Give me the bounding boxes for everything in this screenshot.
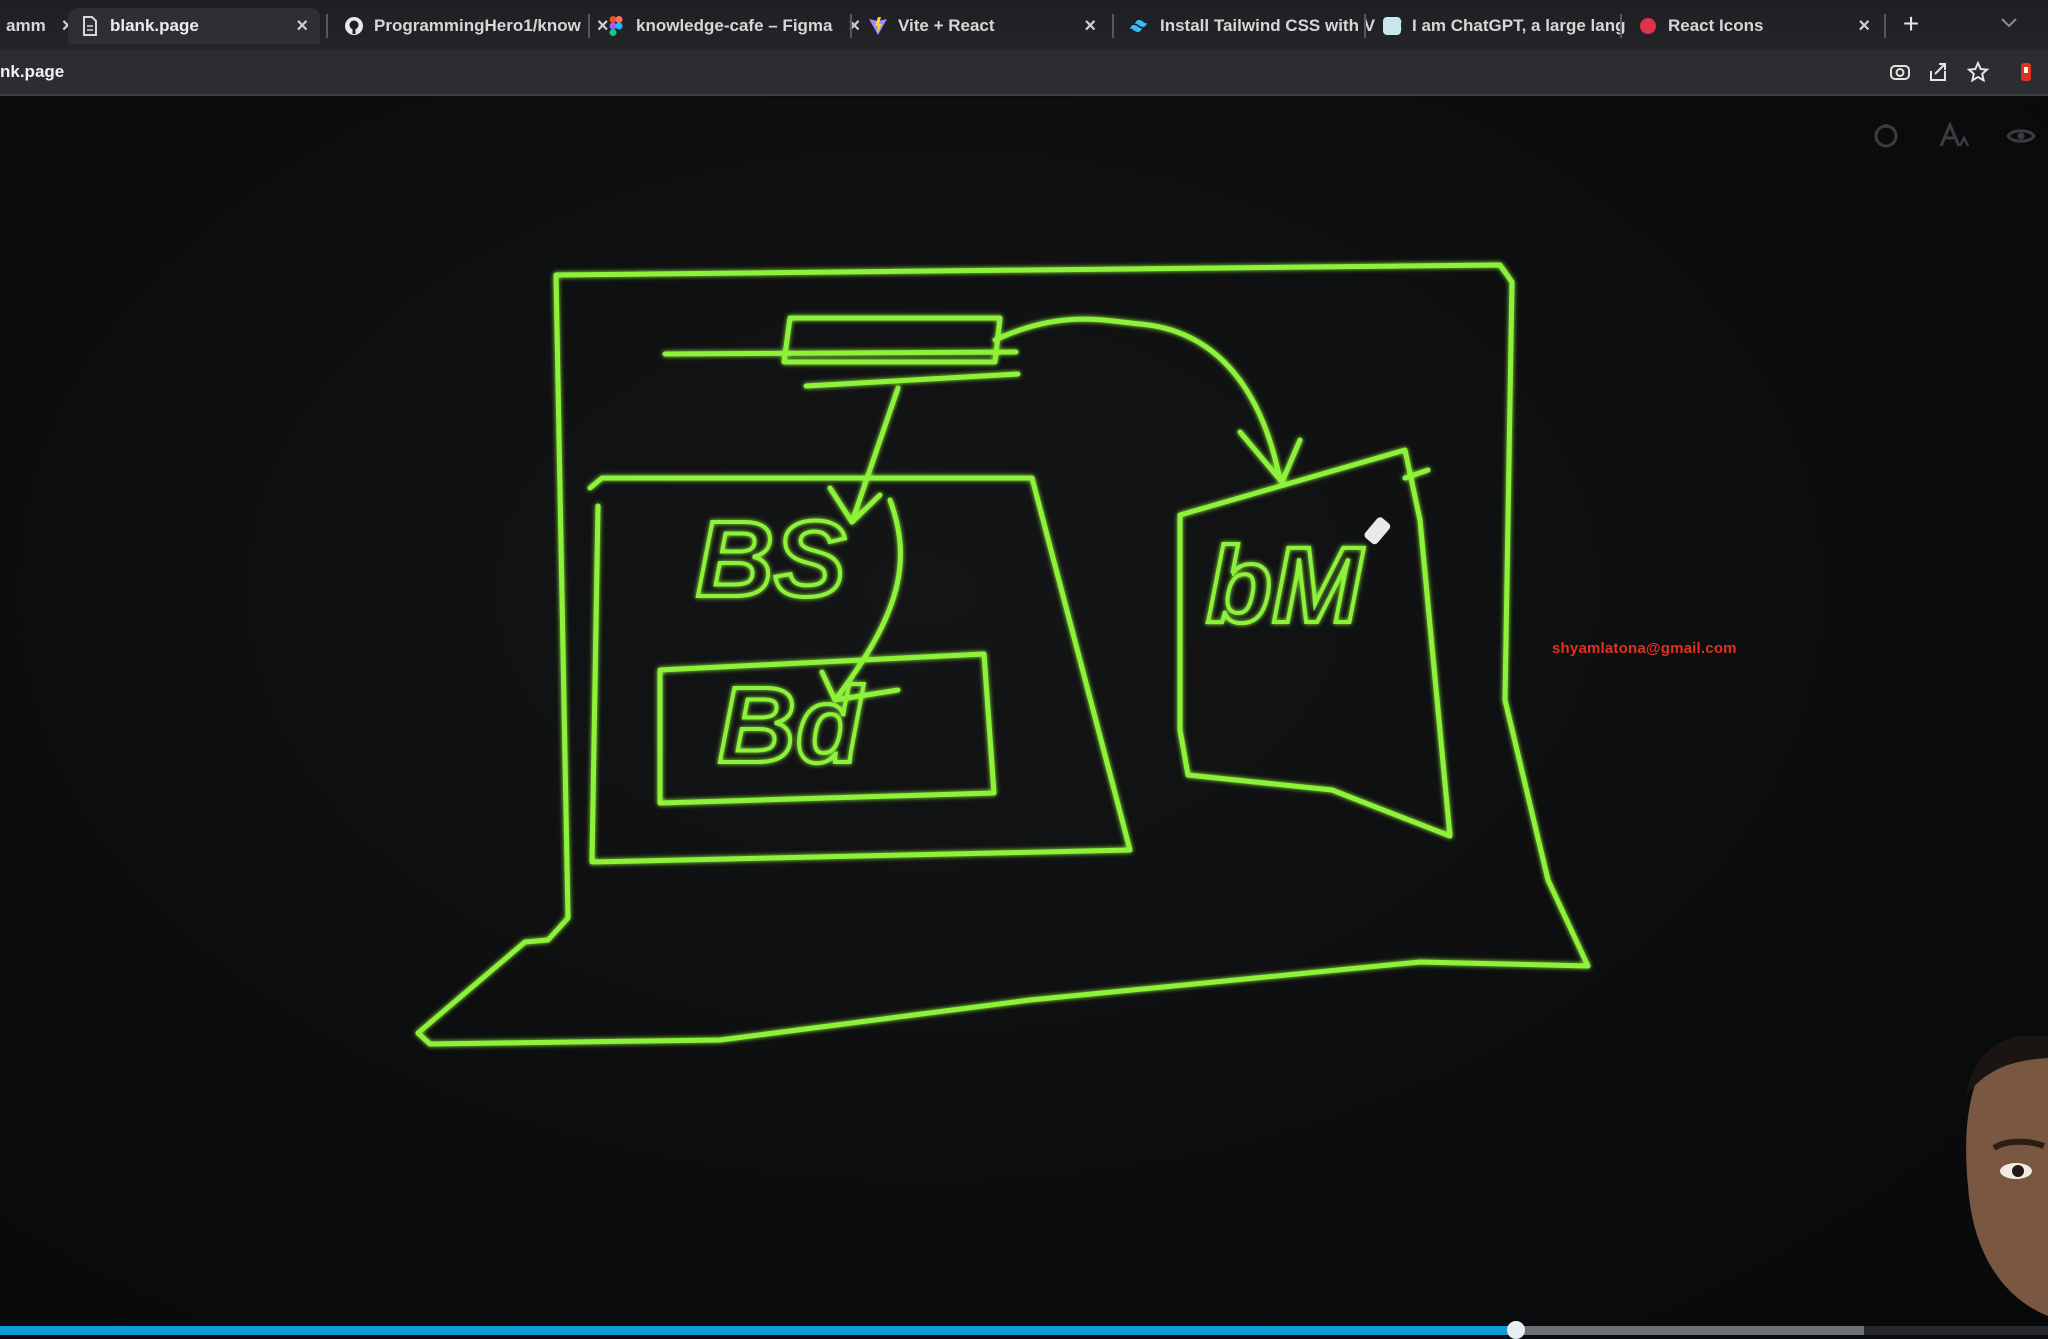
close-tab-icon[interactable]: ×	[596, 14, 609, 37]
arrow-topbar-to-bs	[849, 385, 901, 525]
overlay-email: shyamlatona@gmail.com	[1552, 640, 1737, 657]
close-tab-icon[interactable]: ×	[62, 15, 74, 38]
page-icon	[80, 16, 100, 36]
bm-tick-stroke	[1402, 467, 1431, 481]
bookmark-star-icon[interactable]	[1966, 60, 1990, 84]
tab-figma[interactable]: knowledge-cafe – Figma ×	[594, 8, 860, 44]
address-bar: nk.page	[0, 50, 2048, 96]
progress-played	[0, 1326, 1516, 1335]
tab-title: React Icons	[1668, 16, 1764, 35]
tab-search-icon[interactable]	[1996, 12, 2022, 38]
font-size-icon[interactable]	[1938, 121, 1970, 155]
video-progress-bar[interactable]	[0, 1321, 2048, 1339]
tab-react-icons[interactable]: React Icons ×	[1626, 8, 1882, 44]
google-lens-icon[interactable]	[1888, 60, 1912, 84]
arrow-head-bs	[827, 485, 883, 525]
tab-separator	[1112, 14, 1114, 38]
arrow-bs-to-bd	[832, 497, 903, 703]
top-bar-stroke	[781, 315, 1003, 365]
arrow-topbar-to-bm	[992, 316, 1283, 483]
under-line-stroke	[803, 371, 1021, 389]
vite-icon	[868, 16, 888, 36]
tab-github[interactable]: ProgrammingHero1/know ×	[332, 8, 609, 44]
tab-separator	[1884, 14, 1886, 38]
drawing-canvas[interactable]	[0, 98, 2048, 1328]
pen-cursor-icon	[1364, 517, 1391, 545]
bm-box-stroke	[1177, 447, 1453, 839]
label-bm: bM	[1206, 524, 1364, 645]
react-icons-icon	[1638, 16, 1658, 36]
label-bs: BS	[696, 498, 846, 619]
new-tab-button[interactable]: +	[1902, 8, 1920, 39]
tab-title: Vite + React	[898, 16, 995, 35]
tab-title: I am ChatGPT, a large lang	[1412, 16, 1626, 35]
figma-icon	[606, 16, 626, 36]
close-tab-icon[interactable]: ×	[1084, 14, 1096, 37]
chatgpt-icon	[1382, 16, 1402, 36]
tab-strip: amm × blank.page × ProgrammingHero1/know…	[0, 0, 2048, 50]
arrow-head-bm	[1237, 429, 1303, 485]
bs-box-stroke	[587, 475, 1133, 865]
eye-icon[interactable]	[2006, 126, 2036, 151]
tab-title: ProgrammingHero1/know	[374, 16, 581, 35]
tab-blank-page[interactable]: blank.page ×	[68, 8, 320, 44]
tab-title: amm	[6, 16, 46, 35]
tab-title: knowledge-cafe – Figma	[636, 16, 833, 35]
tab-title: Install Tailwind CSS with V	[1160, 16, 1376, 35]
close-tab-icon[interactable]: ×	[848, 14, 861, 37]
tab-separator	[1364, 14, 1366, 38]
extension-icon[interactable]	[2014, 60, 2038, 84]
tab-separator	[1620, 14, 1622, 38]
tab-title: blank.page	[110, 16, 199, 35]
tab-amm[interactable]: amm ×	[0, 8, 73, 44]
webcam-overlay	[1958, 1036, 2048, 1326]
top-line-stroke	[662, 349, 1019, 357]
tab-separator	[326, 14, 328, 38]
tailwind-icon	[1130, 16, 1150, 36]
arrow-head-bd	[819, 669, 901, 703]
bd-box-stroke	[657, 651, 997, 806]
close-tab-icon[interactable]: ×	[1858, 14, 1870, 37]
label-bd: Bd	[718, 664, 864, 785]
progress-scrubber-handle[interactable]	[1506, 1321, 1525, 1339]
url-field[interactable]: nk.page	[0, 62, 65, 81]
close-tab-icon[interactable]: ×	[296, 14, 308, 37]
tab-separator	[850, 14, 852, 38]
outer-frame-stroke	[415, 262, 1591, 1047]
timer-icon[interactable]	[1872, 120, 1902, 155]
tab-vite[interactable]: Vite + React ×	[856, 8, 1108, 44]
github-icon	[344, 16, 364, 36]
share-icon[interactable]	[1926, 60, 1950, 84]
tab-separator	[588, 14, 590, 38]
